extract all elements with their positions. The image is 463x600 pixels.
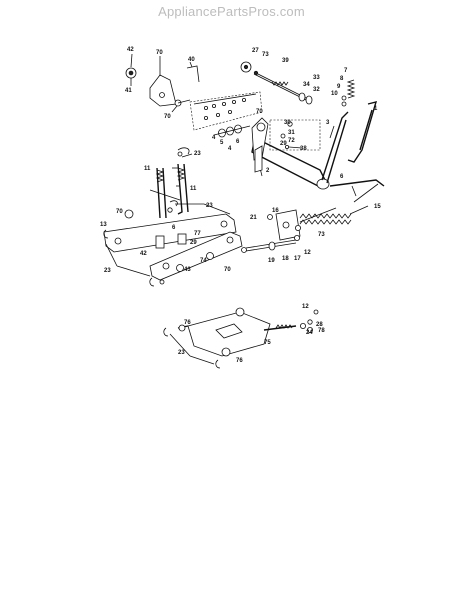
callout-28: 30	[284, 120, 291, 126]
callout-31: 33	[313, 75, 320, 81]
callout-43: 70	[156, 50, 163, 56]
callout-23-top: 23	[194, 151, 201, 157]
callout-39: 41	[125, 88, 132, 94]
callout-38: 40	[188, 57, 195, 63]
callout-9: 9	[337, 84, 341, 90]
callout-21: 21	[250, 215, 257, 221]
callout-25: 27	[252, 48, 259, 54]
lift-links	[155, 147, 190, 219]
callout-41-a: 42	[140, 251, 147, 257]
small-spring	[341, 79, 356, 107]
callout-78: 78	[318, 328, 325, 334]
callout-8: 8	[340, 76, 344, 82]
callout-1: 1	[374, 106, 378, 112]
callout-18: 17	[294, 256, 301, 262]
callout-75: 75	[264, 340, 271, 346]
callout-19: 18	[282, 256, 289, 262]
callout-30: 32	[313, 87, 320, 93]
callout-23-left: 23	[104, 268, 111, 274]
leader-lines	[105, 53, 369, 365]
callout-72: 72	[288, 138, 295, 144]
lift-shaft-assembly	[251, 101, 378, 190]
callout-6-mid: 6	[236, 139, 240, 145]
callout-29: 31	[288, 130, 295, 136]
callout-10: 10	[331, 91, 338, 97]
callout-76-top: 76	[184, 320, 191, 326]
callout-7: 7	[344, 68, 348, 74]
callout-5: 5	[220, 140, 224, 146]
callout-11-b: 11	[190, 186, 197, 192]
callout-15: 12	[304, 250, 311, 256]
callout-41-b: 43	[184, 267, 191, 273]
callout-73-mid: 73	[318, 232, 325, 238]
callout-32: 34	[303, 82, 310, 88]
callout-42: 70	[164, 114, 171, 120]
callout-27: 29	[280, 141, 287, 147]
callout-6-low: 6	[172, 225, 176, 231]
callout-34: 39	[282, 58, 289, 64]
site-header: AppliancePartsPros.com	[158, 4, 305, 19]
callout-27-b: 29	[190, 240, 197, 246]
callout-3: 3	[326, 120, 330, 126]
callout-33: 38	[300, 146, 307, 152]
callout-23-mid: 23	[206, 203, 213, 209]
lower-plate-assembly	[163, 307, 319, 369]
callout-6-right: 6	[340, 174, 344, 180]
callout-13: 13	[100, 222, 107, 228]
callout-20: 19	[268, 258, 275, 264]
callout-26: 28	[316, 322, 323, 328]
callout-77: 77	[194, 231, 201, 237]
callout-70-left: 70	[116, 209, 123, 215]
callout-11-a: 11	[144, 166, 151, 172]
callout-23-bottom: 23	[178, 350, 185, 356]
callout-4b: 4	[228, 146, 232, 152]
washer-stack	[213, 124, 251, 138]
callout-labels: 42 70 40 41 70 27 73 39 33 34 32 7 8 9 1…	[100, 47, 381, 364]
lift-plates	[103, 189, 243, 287]
callout-24: 24	[306, 330, 313, 336]
adjust-rod	[240, 61, 313, 105]
callout-76-bottom: 76	[236, 358, 243, 364]
callout-73-top: 73	[262, 52, 269, 58]
callout-70-top: 70	[256, 109, 263, 115]
callout-16: 15	[374, 204, 381, 210]
callout-40: 42	[127, 47, 134, 53]
lift-spring	[299, 179, 385, 225]
callout-17: 16	[272, 208, 279, 214]
callout-74: 74	[200, 258, 207, 264]
callout-12: 12	[302, 304, 309, 310]
spring-bracket	[241, 209, 301, 253]
bracket-assembly	[125, 65, 263, 131]
callout-4: 4	[212, 135, 216, 141]
callout-2: 2	[266, 168, 270, 174]
callout-70-low: 70	[224, 267, 231, 273]
